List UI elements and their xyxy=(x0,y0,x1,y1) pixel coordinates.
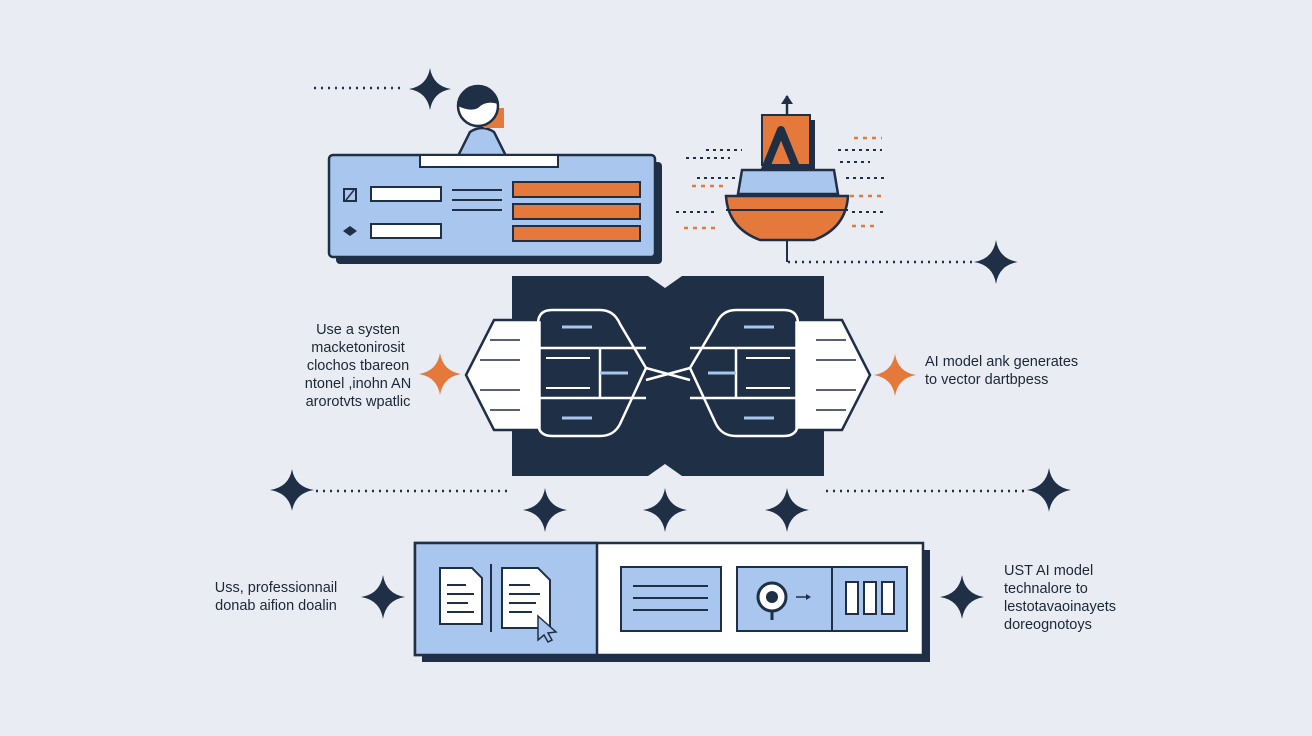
sparkle-icon xyxy=(361,575,405,619)
sparkle-icon xyxy=(270,469,314,511)
sparkle-icon xyxy=(523,488,567,532)
document-cursor-icon xyxy=(501,567,558,643)
neural-network-icon xyxy=(464,276,872,476)
checkbox-icon xyxy=(343,188,357,202)
sparkle-icon xyxy=(419,353,461,395)
dotted-connectors xyxy=(314,86,1026,493)
dropdown-arrow-icon xyxy=(343,226,357,236)
left-middle-caption: Use a systen macketonirosit clochos tbar… xyxy=(304,322,412,410)
sparkle-icons xyxy=(270,68,1071,619)
orange-sparkle-icons xyxy=(419,353,916,396)
form-panel-icon xyxy=(327,153,662,264)
user-avatar-icon xyxy=(455,84,509,158)
sparkle-icon xyxy=(1027,468,1071,512)
sparkle-icon xyxy=(765,488,809,532)
sparkle-icon xyxy=(940,575,984,619)
columns-icon xyxy=(845,581,895,615)
sparkle-icon xyxy=(409,68,451,110)
boat-icon xyxy=(676,95,886,262)
right-middle-caption: AI model ank generates to vector dartbpe… xyxy=(925,354,1079,388)
arrow-right-icon xyxy=(796,594,811,600)
search-icon xyxy=(756,581,788,620)
sparkle-icon xyxy=(643,488,687,532)
right-bottom-caption: UST AI model technalore to lestotavaoina… xyxy=(1004,563,1117,633)
sparkle-icon xyxy=(974,240,1018,284)
sparkle-icon xyxy=(874,354,916,396)
document-icon xyxy=(439,567,483,625)
left-bottom-caption: Uss, professionnail donab aifion doalin xyxy=(214,580,338,614)
bottom-panel xyxy=(413,541,930,662)
